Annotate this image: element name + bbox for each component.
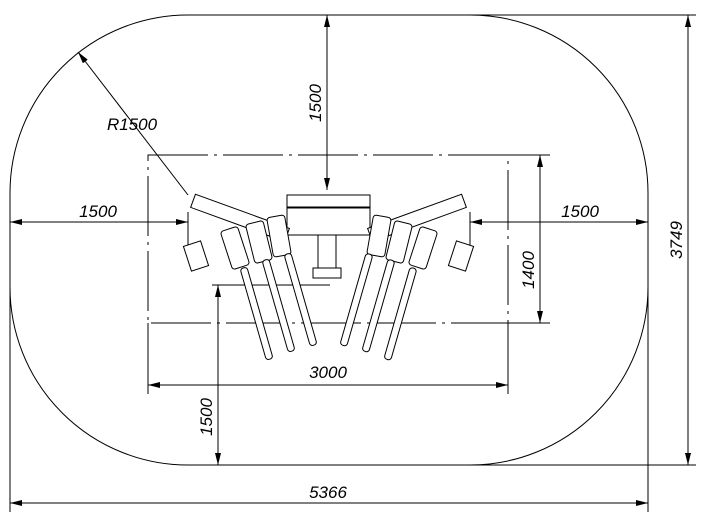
extension-lines bbox=[9, 14, 696, 512]
radius-label: R1500 bbox=[107, 115, 158, 134]
clearance-bottom-label: 1500 bbox=[197, 398, 216, 436]
clearance-top-label: 1500 bbox=[306, 84, 325, 122]
fitness-equipment bbox=[182, 193, 475, 361]
equipment-depth-label: 1400 bbox=[519, 251, 538, 289]
overall-height-label: 3749 bbox=[667, 221, 686, 259]
clearance-right-label: 1500 bbox=[561, 202, 599, 221]
overall-width-label: 5366 bbox=[309, 483, 347, 502]
clearance-left-label: 1500 bbox=[79, 202, 117, 221]
equipment-width-label: 3000 bbox=[309, 363, 347, 382]
dimension-lines bbox=[10, 15, 691, 506]
